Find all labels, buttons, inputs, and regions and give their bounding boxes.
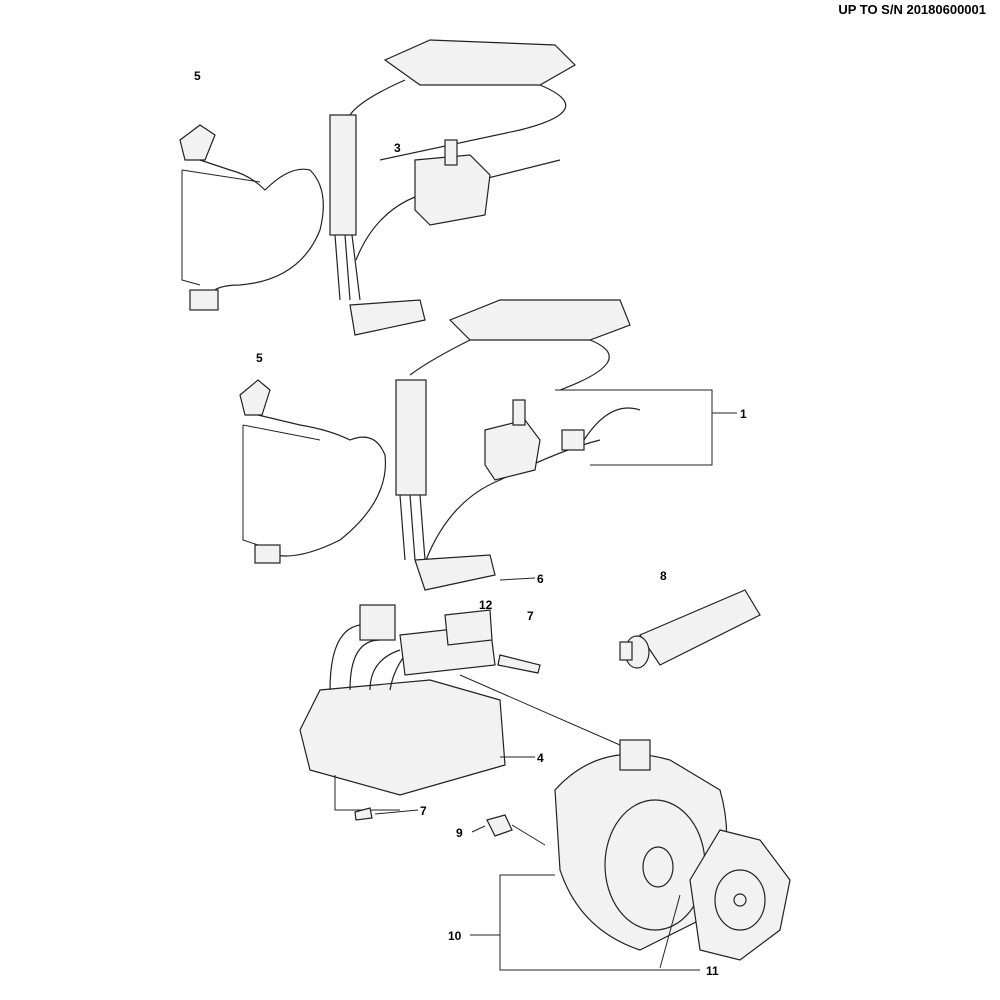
callout-5-top: 5 (194, 69, 201, 83)
callout-9: 9 (456, 826, 463, 840)
callout-3: 3 (394, 141, 401, 155)
callout-7-lower: 7 (420, 804, 427, 818)
motor (471, 739, 728, 951)
middle-harness-assembly (239, 299, 737, 591)
callout-7-upper: 7 (527, 609, 534, 623)
callout-5-middle: 5 (256, 351, 263, 365)
callout-10: 10 (448, 929, 462, 943)
serial-number-note: UP TO S/N 20180600001 (838, 2, 986, 17)
fan (689, 829, 791, 961)
callout-12: 12 (479, 598, 493, 612)
callout-11: 11 (706, 964, 719, 978)
callout-8: 8 (660, 569, 667, 583)
grease-tube (619, 589, 761, 669)
controller-board (299, 577, 621, 821)
callout-1: 1 (740, 407, 747, 421)
callout-4: 4 (537, 751, 544, 765)
callout-6: 6 (537, 572, 544, 586)
upper-harness-assembly (179, 39, 576, 336)
